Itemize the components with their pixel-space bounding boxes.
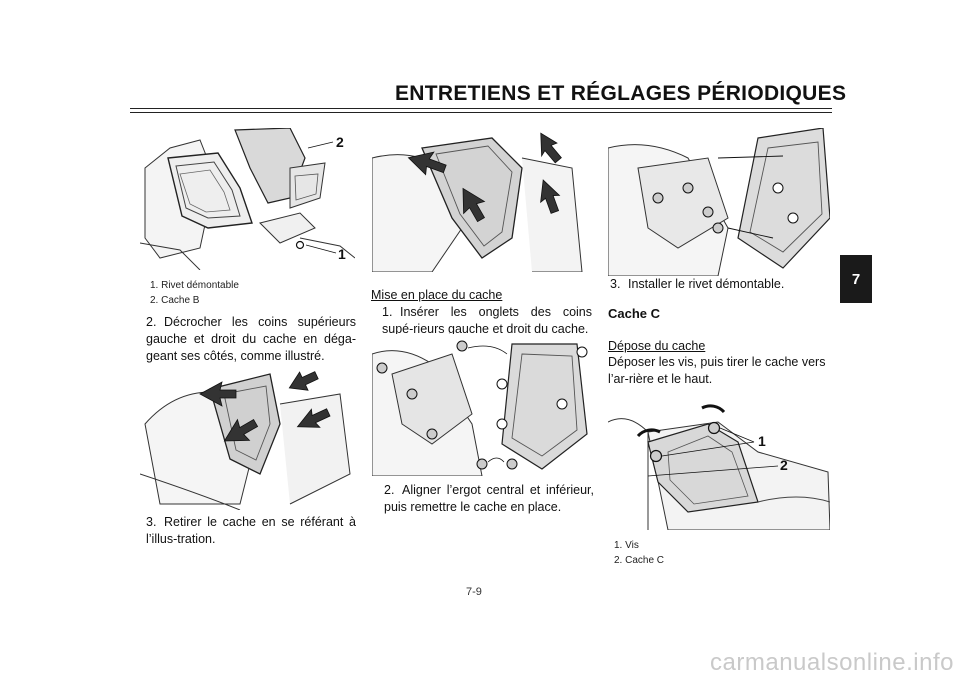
caption-line: 2. Cache B xyxy=(150,295,200,306)
step-3-install-rivet: 3. Installer le rivet démontable. xyxy=(610,276,830,293)
header-rule-bottom xyxy=(130,112,832,113)
step-number: 2. xyxy=(146,315,157,329)
step-text: Insérer les onglets des coins supé-rieur… xyxy=(382,305,592,336)
removal-instructions: Déposer les vis, puis tirer le cache ver… xyxy=(608,355,826,386)
step-3-remove: 3.Retirer le cache en se référant à l’il… xyxy=(146,514,356,548)
step-1-insert: 1.Insérer les onglets des coins supé-rie… xyxy=(382,304,592,338)
figure-remove-cover xyxy=(140,364,355,510)
figure-cover-tabs xyxy=(372,334,592,476)
page-title: ENTRETIENS ET RÉGLAGES PÉRIODIQUES xyxy=(395,82,847,105)
section-title-cache-c: Cache C xyxy=(608,306,661,321)
step-number: 3. xyxy=(610,277,621,291)
callout-1: 1 xyxy=(758,433,766,449)
caption-line: 1. Vis xyxy=(614,540,639,551)
callout-2: 2 xyxy=(336,134,344,150)
chapter-tab: 7 xyxy=(840,255,872,303)
watermark: carmanualsonline.info xyxy=(710,649,954,676)
figure-caption-1: 1. Rivet démontable 2. Cache B xyxy=(150,278,239,308)
step-number: 1. xyxy=(382,305,393,319)
caption-line: 2. Cache C xyxy=(614,555,665,566)
step-text: Retirer le cache en se référant à l’illu… xyxy=(146,515,356,546)
step-2-unhook: 2.Décrocher les coins supérieurs gauche … xyxy=(146,314,356,365)
step-2-align: 2.Aligner l’ergot central et inférieur, … xyxy=(384,482,594,516)
step-number: 3. xyxy=(146,515,157,529)
figure-install-cover xyxy=(372,128,592,272)
callout-2: 2 xyxy=(780,457,788,473)
step-text: Installer le rivet démontable. xyxy=(628,277,785,291)
caption-line: 1. Rivet démontable xyxy=(150,280,239,291)
header-rule-top xyxy=(130,108,832,109)
step-text: Décrocher les coins supérieurs gauche et… xyxy=(146,315,356,363)
subhead-installation: Mise en place du cache xyxy=(371,288,503,302)
step-number: 2. xyxy=(384,483,395,497)
page-number: 7-9 xyxy=(466,586,482,598)
figure-caption-3: 1. Vis 2. Cache C xyxy=(614,538,664,568)
figure-cover-screws xyxy=(608,128,830,276)
step-text: Aligner l’ergot central et inférieur, pu… xyxy=(384,483,594,514)
figure-cache-c: 1 2 xyxy=(608,392,830,530)
figure-cowling-rivet: 2 1 xyxy=(140,128,355,270)
subhead-removal: Dépose du cache xyxy=(608,339,706,353)
callout-1: 1 xyxy=(338,246,346,262)
